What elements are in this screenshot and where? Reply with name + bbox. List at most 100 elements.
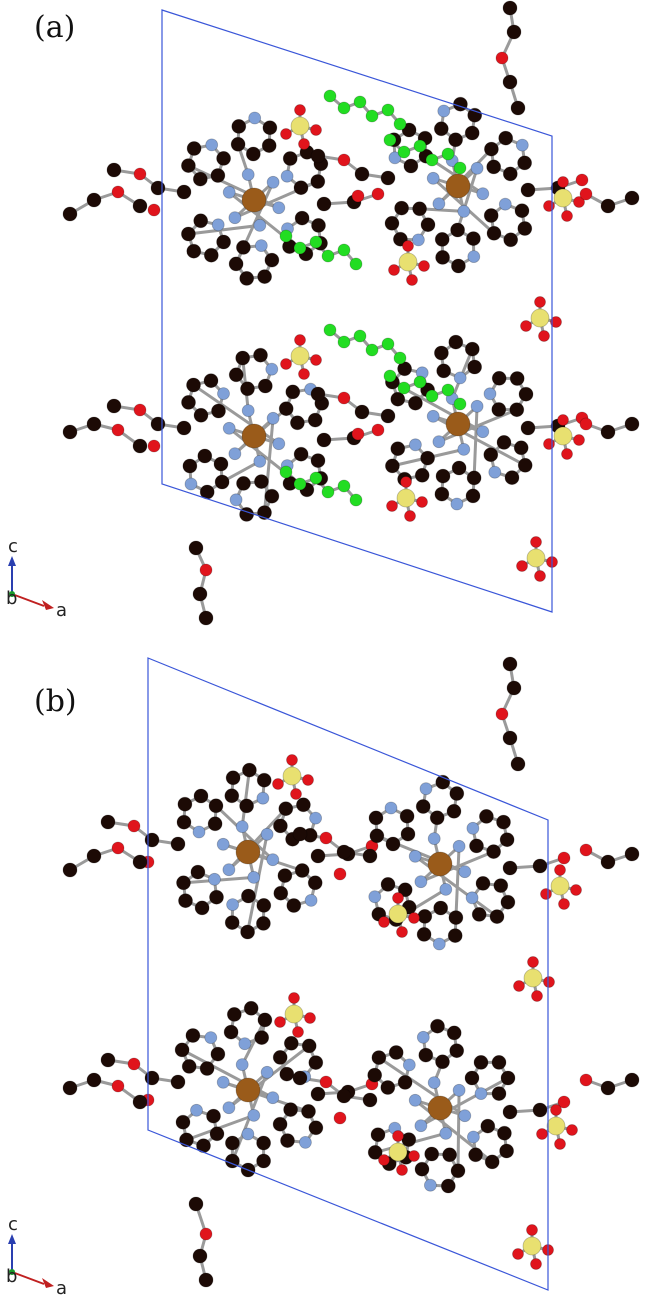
oxygen-atom: [531, 990, 543, 1002]
oxygen-atom: [133, 403, 147, 417]
carbon-atom: [194, 900, 210, 916]
nitrogen-atom: [298, 1135, 312, 1149]
carbon-atom: [228, 256, 244, 272]
carbon-atom: [517, 221, 533, 236]
carbon-atom: [207, 816, 223, 832]
carbon-atom: [86, 1072, 102, 1088]
carbon-atom: [447, 928, 463, 944]
carbon-atom: [175, 1114, 191, 1130]
carbon-atom: [192, 171, 208, 187]
carbon-atom: [429, 810, 445, 826]
carbon-atom: [506, 680, 522, 696]
carbon-atom: [310, 453, 326, 469]
carbon-atom: [240, 888, 256, 904]
carbon-atom: [420, 217, 436, 233]
disordered-atom: [453, 161, 467, 175]
carbon-atom: [280, 1133, 295, 1149]
carbon-atom: [214, 474, 230, 490]
carbon-atom: [132, 198, 148, 214]
carbon-atom: [486, 225, 502, 241]
carbon-atom: [448, 132, 464, 148]
nitrogen-atom: [211, 218, 225, 232]
oxygen-atom: [530, 1258, 542, 1270]
oxygen-atom: [554, 1138, 566, 1150]
oxygen-atom: [543, 438, 555, 450]
nitrogen-atom: [439, 1126, 453, 1140]
sulfur-atom: [546, 1116, 566, 1136]
carbon-atom: [498, 130, 514, 146]
nitrogen-atom: [256, 791, 270, 805]
iron-atom: [241, 187, 267, 213]
carbon-atom: [518, 386, 534, 402]
sulfur-atom: [553, 426, 573, 446]
oxygen-atom: [543, 200, 555, 212]
disordered-atom: [425, 389, 439, 403]
carbon-atom: [210, 1046, 226, 1062]
oxygen-atom: [288, 992, 300, 1004]
nitrogen-atom: [204, 1031, 218, 1045]
carbon-atom: [292, 1070, 308, 1086]
nitrogen-atom: [190, 1103, 203, 1117]
carbon-atom: [493, 878, 509, 894]
carbon-atom: [235, 239, 251, 255]
oxygen-atom: [573, 434, 585, 446]
oxygen-atom: [566, 1124, 578, 1136]
carbon-atom: [484, 1154, 500, 1170]
carbon-atom: [264, 252, 280, 268]
oxygen-atom: [127, 1057, 141, 1071]
carbon-atom: [178, 893, 193, 909]
carbon-atom: [210, 168, 226, 183]
carbon-atom: [491, 402, 507, 417]
carbon-atom: [370, 1127, 386, 1143]
oxygen-atom: [520, 320, 532, 332]
carbon-atom: [465, 231, 481, 247]
carbon-atom: [436, 363, 452, 379]
nitrogen-atom: [388, 151, 402, 165]
nitrogen-atom: [408, 438, 422, 452]
carbon-atom: [208, 798, 224, 814]
nitrogen-atom: [241, 1127, 255, 1141]
carbon-atom: [336, 1088, 352, 1104]
carbon-atom: [502, 860, 518, 876]
carbon-atom: [414, 467, 430, 483]
disordered-atom: [383, 133, 397, 147]
oxygen-atom: [371, 187, 385, 201]
carbon-atom: [503, 232, 519, 248]
carbon-atom: [475, 875, 491, 891]
carbon-atom: [293, 180, 309, 196]
carbon-atom: [264, 488, 280, 504]
nitrogen-atom: [272, 201, 286, 215]
carbon-atom: [282, 151, 298, 166]
carbon-atom: [181, 1058, 197, 1074]
carbon-atom: [283, 1035, 299, 1051]
carbon-atom: [256, 772, 272, 788]
oxygen-atom: [543, 976, 555, 988]
oxygen-atom: [111, 841, 125, 855]
carbon-atom: [106, 162, 122, 178]
nitrogen-atom: [476, 425, 490, 439]
carbon-atom: [448, 334, 464, 350]
oxygen-atom: [400, 476, 412, 488]
sulfur-atom: [388, 904, 408, 924]
carbon-atom: [502, 730, 518, 746]
carbon-atom: [235, 350, 251, 366]
axis-triad: cba: [6, 1214, 67, 1299]
disordered-atom: [381, 337, 395, 351]
carbon-atom: [224, 1135, 240, 1151]
oxygen-atom: [579, 843, 593, 857]
oxygen-atom: [199, 1227, 213, 1241]
carbon-atom: [193, 788, 209, 804]
nitrogen-atom: [470, 161, 484, 175]
carbon-atom: [236, 475, 251, 491]
carbon-atom: [624, 190, 640, 206]
oxygen-atom: [298, 368, 310, 380]
carbon-atom: [192, 586, 208, 602]
carbon-atom: [216, 150, 232, 166]
carbon-atom: [285, 384, 301, 400]
carbon-atom: [239, 507, 255, 522]
c-axis-arrowhead: [8, 556, 16, 566]
carbon-atom: [486, 844, 502, 860]
bond: [456, 1090, 461, 1171]
oxygen-atom: [111, 423, 125, 437]
carbon-atom: [510, 100, 526, 116]
